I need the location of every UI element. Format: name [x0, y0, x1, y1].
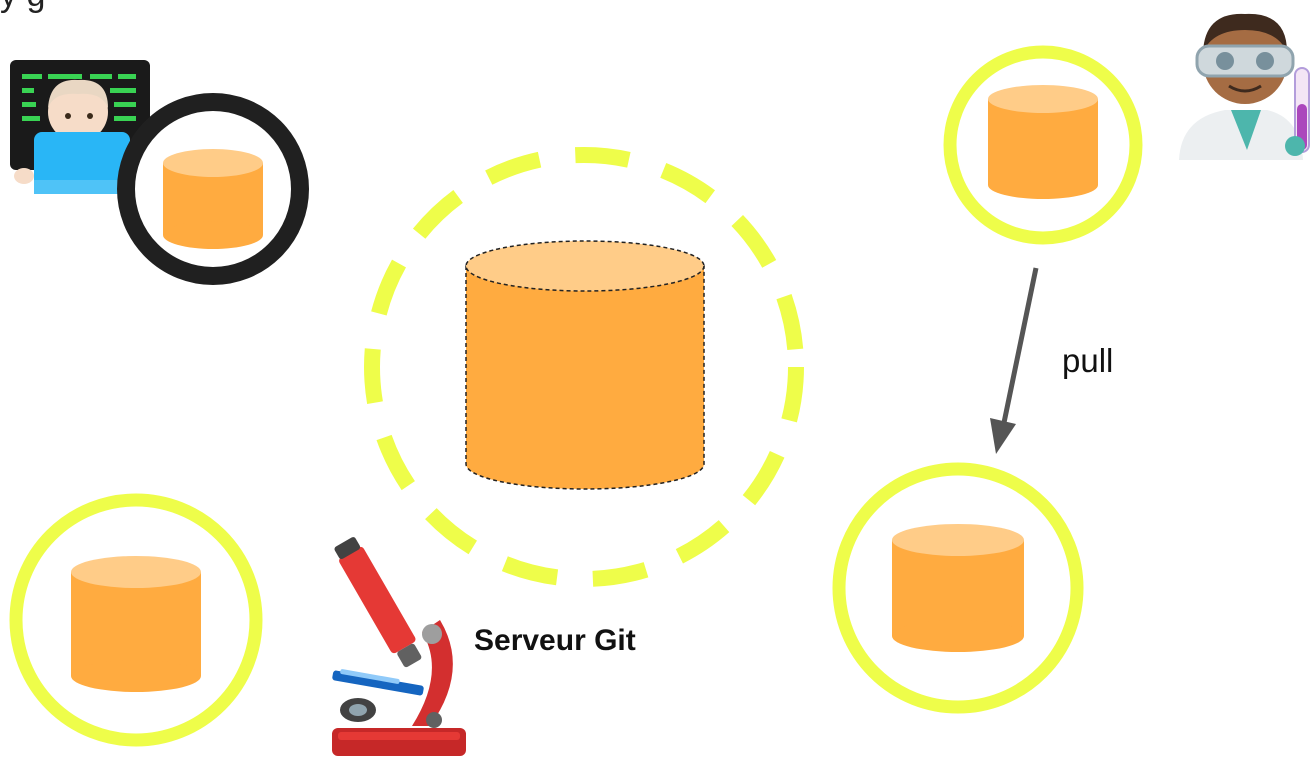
database-cylinder-icon	[892, 524, 1024, 652]
local-repo-developer	[117, 93, 309, 285]
server-label: Serveur Git	[474, 624, 636, 657]
pull-label: pull	[1062, 342, 1113, 379]
scientist-icon	[1179, 13, 1310, 160]
microscope-icon	[332, 537, 466, 756]
local-repo-bottom-left	[9, 493, 263, 747]
local-repo-pulled	[832, 462, 1084, 714]
server-repo	[364, 147, 804, 587]
pull-arrow	[996, 267, 1039, 447]
database-cylinder-icon	[163, 149, 263, 249]
arrow-head	[990, 418, 1016, 454]
database-cylinder-icon	[988, 85, 1098, 199]
local-repo-scientist	[943, 45, 1143, 245]
clipped-top-text: y g	[0, 0, 45, 12]
database-cylinder-icon	[465, 240, 705, 490]
database-cylinder-icon	[71, 556, 201, 692]
developer-icon	[10, 60, 150, 194]
